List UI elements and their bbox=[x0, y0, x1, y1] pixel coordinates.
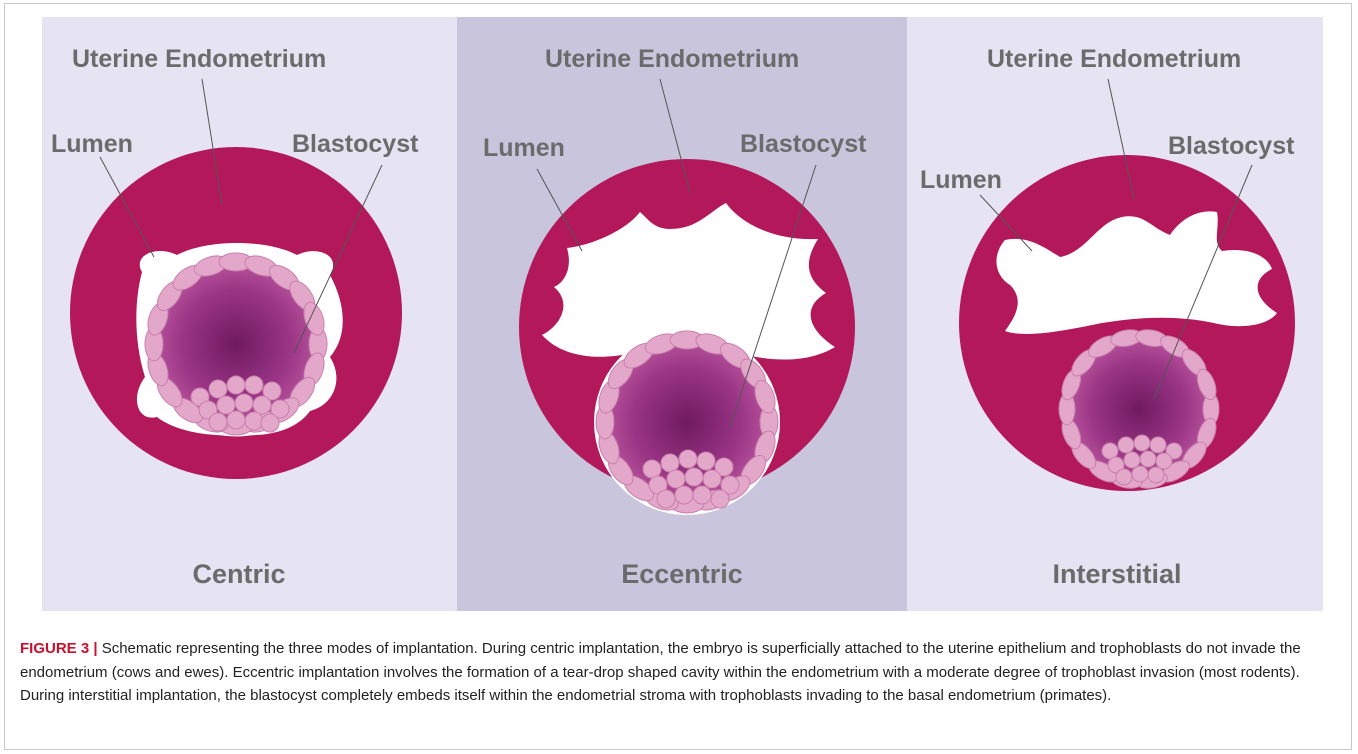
implantation-diagram: Uterine Endometrium Lumen Blastocyst Cen… bbox=[42, 17, 1323, 611]
label-blastocyst-eccentric: Blastocyst bbox=[740, 130, 867, 158]
caption-figure-label: FIGURE 3 | bbox=[20, 640, 98, 657]
label-lumen-interstitial: Lumen bbox=[920, 166, 1002, 194]
figure-caption: FIGURE 3 | Schematic representing the th… bbox=[20, 637, 1340, 708]
label-lumen-centric: Lumen bbox=[51, 130, 133, 158]
mode-label-interstitial: Interstitial bbox=[1052, 559, 1181, 589]
label-uterine-endometrium-interstitial: Uterine Endometrium bbox=[987, 45, 1241, 73]
mode-label-eccentric: Eccentric bbox=[621, 559, 743, 589]
blastocyst-eccentric bbox=[597, 332, 777, 512]
mode-label-centric: Centric bbox=[192, 559, 285, 589]
caption-text: Schematic representing the three modes o… bbox=[20, 640, 1301, 704]
label-blastocyst-interstitial: Blastocyst bbox=[1168, 132, 1295, 160]
label-blastocyst-centric: Blastocyst bbox=[292, 130, 419, 158]
label-uterine-endometrium-centric: Uterine Endometrium bbox=[72, 45, 326, 73]
label-lumen-eccentric: Lumen bbox=[483, 134, 565, 162]
label-uterine-endometrium-eccentric: Uterine Endometrium bbox=[545, 45, 799, 73]
